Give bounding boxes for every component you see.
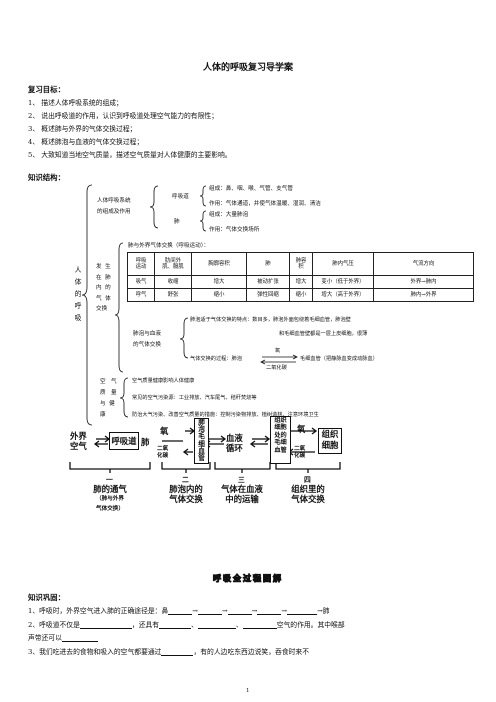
root-label: 人体的呼吸 [74, 266, 82, 322]
oxygen-flow-2: 氧 [297, 424, 306, 434]
system-label: 人体呼吸系统的组成及作用 [97, 198, 131, 215]
oxygen-flow-1: 氧 [160, 426, 169, 436]
page-title: 人体的呼吸复习导学案 [202, 63, 293, 73]
stage-number-2: 二 [182, 476, 189, 484]
outside-air: 外界空气 [70, 431, 87, 451]
air-item: 空气质量健康影响人体健康 [132, 378, 195, 384]
question-2: 2、呼吸道不仅是，还具有、、空气的作用。其中喉部 [28, 621, 345, 629]
alveoli-process: 气体交换的过程：肺泡 [190, 356, 242, 362]
goal-item: 2、 说出呼吸道的作用，认识到呼吸道处理空气能力的有限性； [28, 112, 218, 120]
practice-heading: 知识巩固： [28, 593, 65, 602]
goal-item: 1、 描述人体呼吸系统的组成； [28, 99, 123, 107]
lung-function: 作用：气体交换场所 [209, 227, 260, 233]
tissue-cell-box: 组织细胞 [318, 428, 342, 454]
question-2-cont: 声带还可以 [28, 632, 98, 642]
co2-flow-2: 二氧化碳 [294, 446, 306, 459]
lung-label-flow: 肺 [141, 437, 150, 447]
stage-4: 组织里的气体交换 [291, 484, 325, 504]
airway-label: 呼吸道 [172, 194, 189, 200]
stage-1: 肺的通气（肺与外界气体交换） [93, 484, 127, 512]
lung-label: 肺 [174, 219, 180, 225]
air-item: 防治大气污染、改善空气质量的措施：控制污染物排放、植树造林、注意环境卫生 [132, 412, 319, 418]
blood-circulation: 血液循环 [226, 433, 243, 453]
air-item: 常见的空气污染源：工业排放、汽车尾气、秸秆焚烧等 [132, 395, 257, 401]
tissue-capillary-box: 组织细胞处的毛细血管 [270, 416, 291, 464]
lung-composition: 组成：大量肺泡 [209, 212, 249, 218]
table-row: 呼气舒张缩小弹性回缩缩小增大（高于外界）肺内→外界 [127, 288, 474, 302]
airway-function: 作用：气体通道，并使气体温暖、湿润、清洁 [209, 201, 321, 207]
stage-3: 气体在血液中的运输 [221, 484, 263, 504]
structure-heading: 知识结构： [28, 173, 65, 182]
goals-heading: 复习目标： [28, 85, 65, 94]
goal-item: 5、 大致知道当地空气质量，描述空气质量对人体健康的主要影响。 [28, 151, 232, 159]
co2-flow-1: 二氧化碳 [157, 446, 169, 459]
breathing-table: 呼吸运动 肋间外肌、膈肌 胸廓容积 肺 肺容积 肺内气压 气流方向 吸气收缩增大… [127, 252, 474, 302]
airway-box: 呼吸道 [109, 432, 139, 450]
exchange-label: 发 生 在 肺 内 的 气 体 交换 [96, 264, 111, 312]
airway-composition: 组成：鼻、咽、喉、气管、支气管 [209, 186, 293, 192]
stage-2: 肺泡内的气体交换 [169, 484, 203, 504]
alveoli-label: 肺泡与血液的气体交换 [133, 331, 161, 348]
table-row: 吸气收缩增大被动扩张增大变小（低于外界）外界→肺内 [127, 275, 474, 289]
alveoli-feature-2: 和毛细血管壁都是一层上皮细胞，很薄 [279, 331, 368, 337]
stage-number-3: 三 [238, 476, 245, 484]
alveoli-feature-1: 肺泡适于气体交换的特点：数目多，肺泡外面包绕着毛细血管，肺泡壁 [190, 317, 351, 323]
page-number: 1 [246, 688, 250, 694]
stage-number-1: 一 [106, 476, 113, 484]
stage-number-4: 四 [304, 476, 311, 484]
lung-external-title: 肺与外界气体交换（呼吸运动）： [128, 243, 210, 249]
question-3: 3、我们吃进去的食物和吸入的空气都要通过，有的人边吃东西边说笑，吞食时来不 [28, 648, 310, 656]
goal-item: 3、 概述肺与外界的气体交换过程； [28, 125, 137, 133]
alveoli-process-target: 毛细血管（把静脉血变成动脉血） [300, 356, 378, 362]
co2-label: 二氧化碳 [266, 365, 287, 371]
alveolar-capillary-box: 肺泡毛细血管 [194, 418, 209, 464]
diagram-caption: 呼吸全过程图解 [213, 573, 283, 584]
air-quality-label: 空 气 质 量 与 健 康 [100, 379, 117, 418]
question-1: 1、呼吸时，外界空气进入肺的正确途径是：鼻→→→→→肺 [28, 607, 330, 615]
oxygen-label: 氧 [275, 348, 281, 354]
goal-item: 4、 概述肺泡与血液的气体交换过程； [28, 138, 144, 146]
